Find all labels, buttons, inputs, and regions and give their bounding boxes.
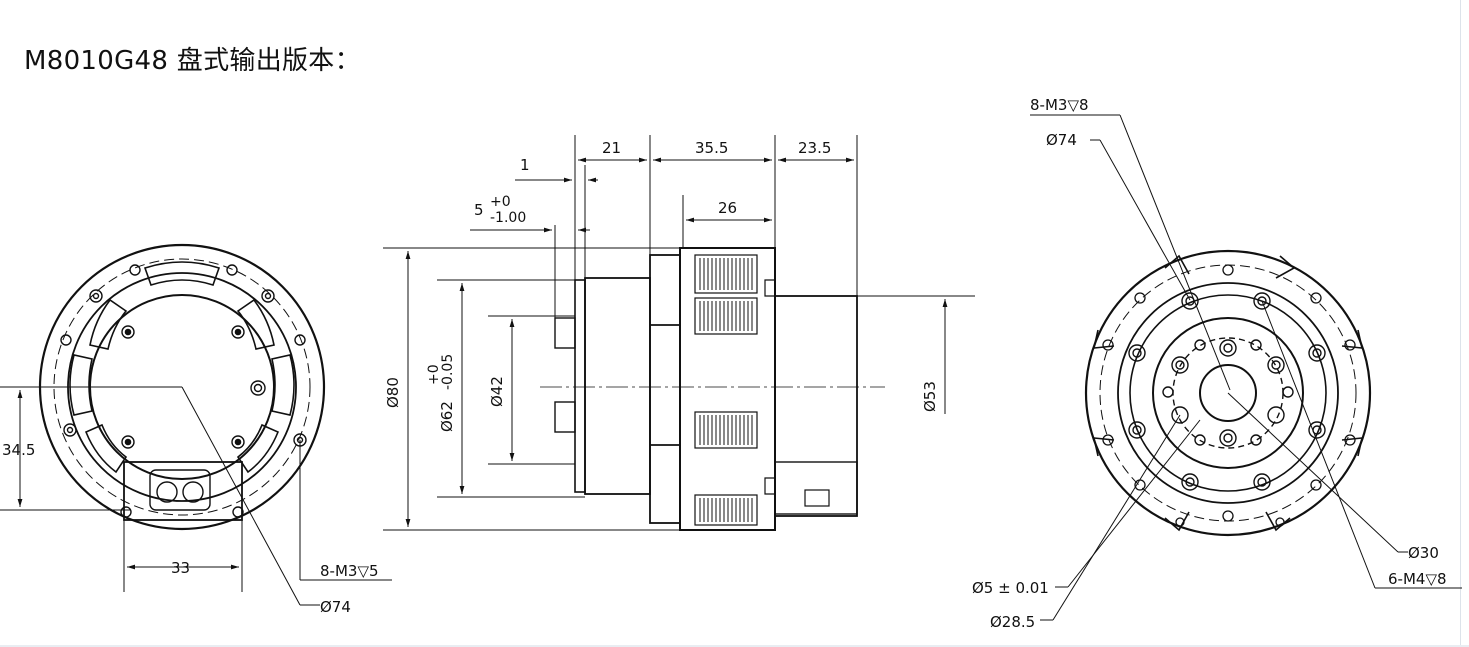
side-dia-42: Ø42 xyxy=(488,376,506,407)
right-5-callout: Ø5 ± 0.01 xyxy=(972,579,1049,597)
right-m4-callout: 6-M4▽8 xyxy=(1388,570,1447,588)
side-dim-5-upper-tol: +0 xyxy=(490,194,511,210)
left-height-dim: 34.5 xyxy=(2,441,35,459)
left-dia-callout: Ø74 xyxy=(320,598,351,616)
side-dimensions xyxy=(383,135,975,531)
side-dia-62: Ø62 xyxy=(438,401,456,432)
right-30-callout: Ø30 xyxy=(1408,544,1439,562)
left-view xyxy=(38,243,326,531)
right-m3-callout: 8-M3▽8 xyxy=(1030,96,1089,114)
side-dim-5-lower-tol: -1.00 xyxy=(490,210,526,226)
page-edge-divider xyxy=(1460,0,1461,647)
right-74-callout: Ø74 xyxy=(1046,131,1077,149)
side-dia-53: Ø53 xyxy=(921,381,939,412)
right-view xyxy=(1084,249,1372,537)
page-bottom-divider xyxy=(0,645,1469,647)
side-dia-62-upper-tol: +0 xyxy=(426,364,442,385)
side-dim-21: 21 xyxy=(602,139,621,157)
side-dia-80: Ø80 xyxy=(384,377,402,408)
left-width-dim: 33 xyxy=(171,559,190,577)
side-dim-35-5: 35.5 xyxy=(695,139,728,157)
side-dia-62-lower-tol: -0.05 xyxy=(440,354,456,390)
page-title: M8010G48 盘式输出版本： xyxy=(24,46,361,76)
left-dimensions xyxy=(0,386,392,606)
side-dim-5: 5 xyxy=(474,201,484,219)
side-dim-23-5: 23.5 xyxy=(798,139,831,157)
side-dim-1: 1 xyxy=(520,156,530,174)
side-view xyxy=(554,247,858,531)
left-holes-callout: 8-M3▽5 xyxy=(320,562,379,580)
side-dim-26: 26 xyxy=(718,199,737,217)
right-dimensions xyxy=(1030,114,1462,621)
right-28-5-callout: Ø28.5 xyxy=(990,613,1035,631)
